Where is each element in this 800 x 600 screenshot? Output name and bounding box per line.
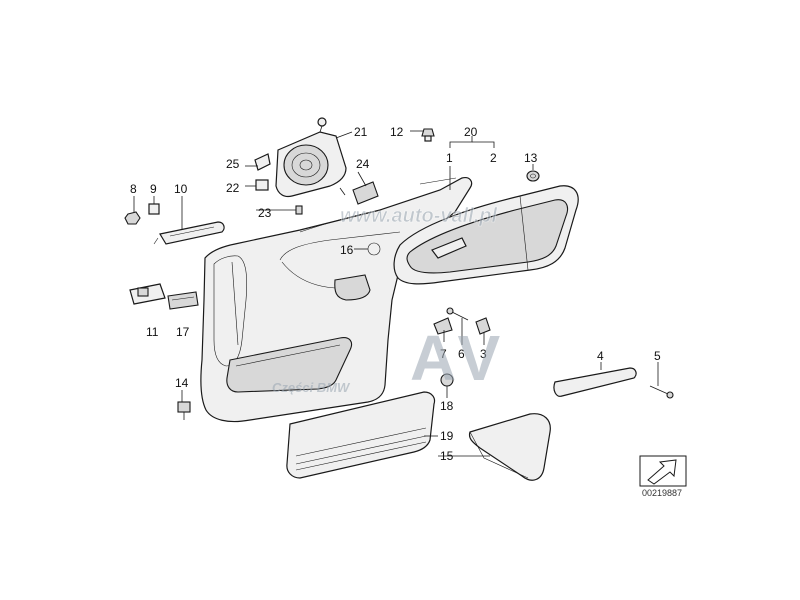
label-17: 17: [176, 325, 190, 339]
armrest-panel: [393, 185, 579, 285]
part-numbers: 21 12 20 1 2 13 25 24 8 9 10 22 23 16 11…: [130, 125, 661, 463]
label-13: 13: [524, 151, 538, 165]
label-7: 7: [440, 347, 447, 361]
view-direction-icon: [639, 455, 687, 487]
screw-7: [433, 317, 453, 335]
label-19: 19: [440, 429, 454, 443]
label-18: 18: [440, 399, 454, 413]
label-4: 4: [597, 349, 604, 363]
label-22: 22: [226, 181, 240, 195]
label-20: 20: [464, 125, 478, 139]
diagram-code: 00219887: [642, 488, 682, 498]
label-6: 6: [458, 347, 465, 361]
handle-10: [153, 221, 225, 245]
nut-13: [526, 170, 540, 182]
label-23: 23: [258, 206, 272, 220]
clip-9: [148, 203, 160, 215]
label-12: 12: [390, 125, 404, 139]
watermark: www.auto-vall.pl AV Części BMW: [272, 205, 506, 395]
clip-12: [421, 128, 435, 142]
screw-23: [280, 205, 303, 215]
label-2: 2: [490, 151, 497, 165]
label-21: 21: [354, 125, 368, 139]
bracket-25: [254, 153, 271, 171]
label-1: 1: [446, 151, 453, 165]
cap-3: [475, 317, 491, 335]
switch-11: [129, 283, 166, 305]
label-11: 11: [146, 325, 159, 339]
pocket-15: [468, 413, 551, 481]
watermark-caption: Części BMW: [272, 380, 351, 395]
label-16: 16: [340, 243, 354, 257]
label-25: 25: [226, 157, 240, 171]
label-9: 9: [150, 182, 157, 196]
label-10: 10: [174, 182, 188, 196]
leader-lines: [133, 130, 659, 457]
clip-14: [177, 401, 191, 420]
label-14: 14: [175, 376, 189, 390]
door-trim-panel: [200, 177, 473, 423]
watermark-logo: AV: [410, 322, 506, 394]
screw-5: [649, 385, 674, 399]
speaker: [275, 117, 347, 198]
watermark-url: www.auto-vall.pl: [340, 205, 497, 227]
screw-6: [446, 307, 469, 321]
panel-17: [167, 291, 199, 310]
label-15: 15: [440, 449, 454, 463]
nut-8: [124, 211, 141, 225]
label-24: 24: [356, 157, 370, 171]
label-8: 8: [130, 182, 137, 196]
handle-4: [553, 367, 637, 397]
cover-24: [352, 181, 379, 205]
label-5: 5: [654, 349, 661, 363]
map-pocket-19: [286, 391, 436, 479]
label-3: 3: [480, 347, 487, 361]
clip-22: [255, 179, 269, 191]
